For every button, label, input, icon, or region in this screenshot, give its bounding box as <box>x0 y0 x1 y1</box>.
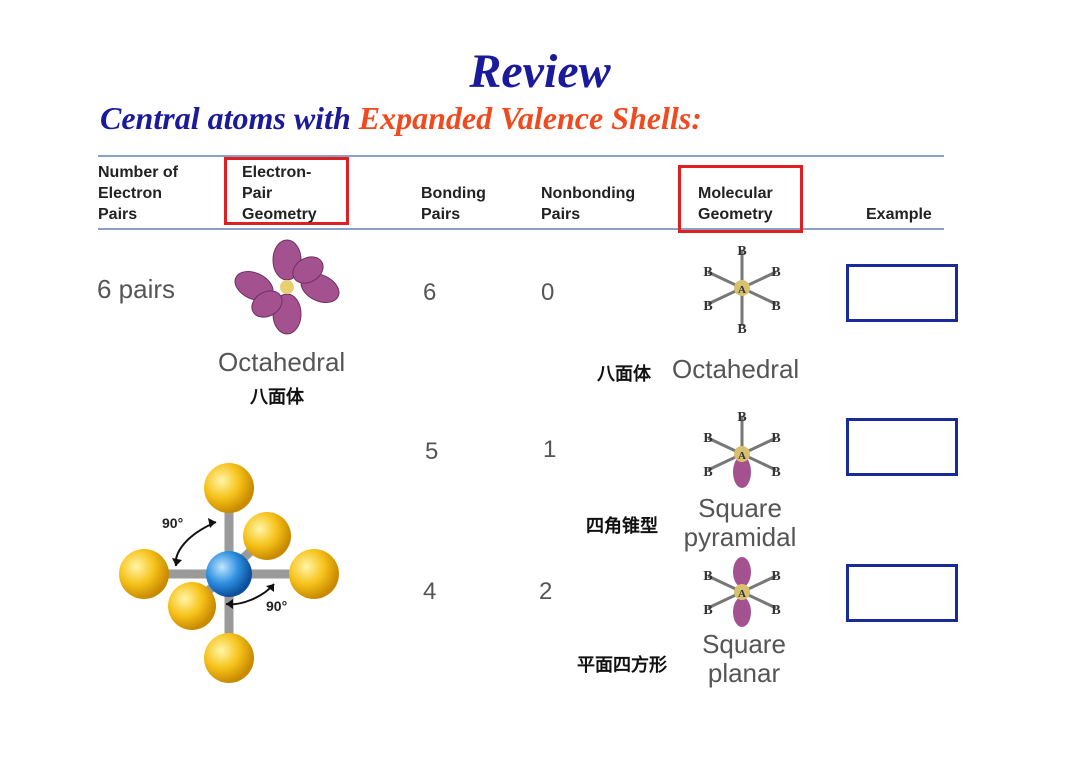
row3-geometry-line1: Square <box>702 629 786 659</box>
row3-geometry: Square planar <box>676 630 812 688</box>
row1-geometry-cn: 八面体 <box>597 364 651 385</box>
row1-bonding: 6 <box>423 279 437 306</box>
ligand-label: B <box>771 431 780 446</box>
ligand-label: B <box>771 299 780 314</box>
ligand-label: B <box>703 465 712 480</box>
ligand-label: B <box>703 431 712 446</box>
row1-nonbonding: 0 <box>541 279 555 306</box>
ligand-ball <box>204 463 254 513</box>
subtitle-text: Central atoms with <box>100 100 359 136</box>
row3-nonbonding: 2 <box>539 578 553 605</box>
row2-nonbonding: 1 <box>543 436 557 463</box>
angle-label-upper: 90° <box>162 515 184 531</box>
header-example: Example <box>866 206 932 223</box>
ligand-ball <box>289 549 339 599</box>
example-answer-box-3[interactable] <box>846 564 958 622</box>
row2-geometry: Square pyramidal <box>672 494 808 552</box>
row2-geometry-line2: pyramidal <box>683 522 797 552</box>
row2-bonding: 5 <box>425 438 439 465</box>
square-planar-molecule-image: B B B B A <box>703 557 781 627</box>
electron-geometry-label: Octahedral <box>218 347 346 377</box>
row2-geometry-line1: Square <box>698 493 782 523</box>
ligand-ball <box>204 633 254 683</box>
row3-bonding: 4 <box>423 578 437 605</box>
slide-subtitle: Central atoms with Expanded Valence Shel… <box>100 100 702 137</box>
ligand-label: B <box>771 603 780 618</box>
octahedral-orbital-image <box>234 239 340 335</box>
central-atom-label: A <box>738 284 746 296</box>
ball-and-stick-octahedral-model <box>119 463 339 683</box>
ligand-ball <box>119 549 169 599</box>
row3-geometry-line2: planar <box>707 658 781 688</box>
table-header-rule <box>98 228 944 230</box>
ligand-ball <box>243 512 291 560</box>
ligand-label: B <box>737 410 746 425</box>
ligand-label: B <box>703 569 712 584</box>
central-atom-label: A <box>738 450 746 462</box>
slide-title: Review <box>469 45 611 98</box>
ligand-label: B <box>703 299 712 314</box>
square-pyramidal-molecule-image: B B B B B A <box>703 410 781 488</box>
ligand-label: B <box>771 265 780 280</box>
pairs-label: 6 pairs <box>97 274 176 304</box>
ligand-label: B <box>771 569 780 584</box>
octahedral-molecule-image: B B B B B B A <box>703 244 780 336</box>
ligand-label: B <box>771 465 780 480</box>
ligand-label: B <box>737 322 746 336</box>
electron-geometry-cn: 八面体 <box>250 387 304 408</box>
header-molecular-highlight-box <box>678 165 803 233</box>
central-atom-ball <box>206 551 252 597</box>
table-top-rule <box>98 155 944 157</box>
row2-geometry-cn: 四角锥型 <box>586 516 658 537</box>
example-answer-box-1[interactable] <box>846 264 958 322</box>
angle-label-lower: 90° <box>266 598 288 614</box>
header-highlight-box <box>224 157 349 225</box>
subtitle-highlight: Expanded Valence Shells: <box>358 100 702 136</box>
ligand-label: B <box>703 265 712 280</box>
ligand-ball <box>168 582 216 630</box>
example-answer-box-2[interactable] <box>846 418 958 476</box>
row1-geometry: Octahedral <box>672 354 800 384</box>
central-atom-label: A <box>738 588 746 600</box>
ligand-label: B <box>737 244 746 259</box>
row3-geometry-cn: 平面四方形 <box>577 655 667 676</box>
ligand-label: B <box>703 603 712 618</box>
